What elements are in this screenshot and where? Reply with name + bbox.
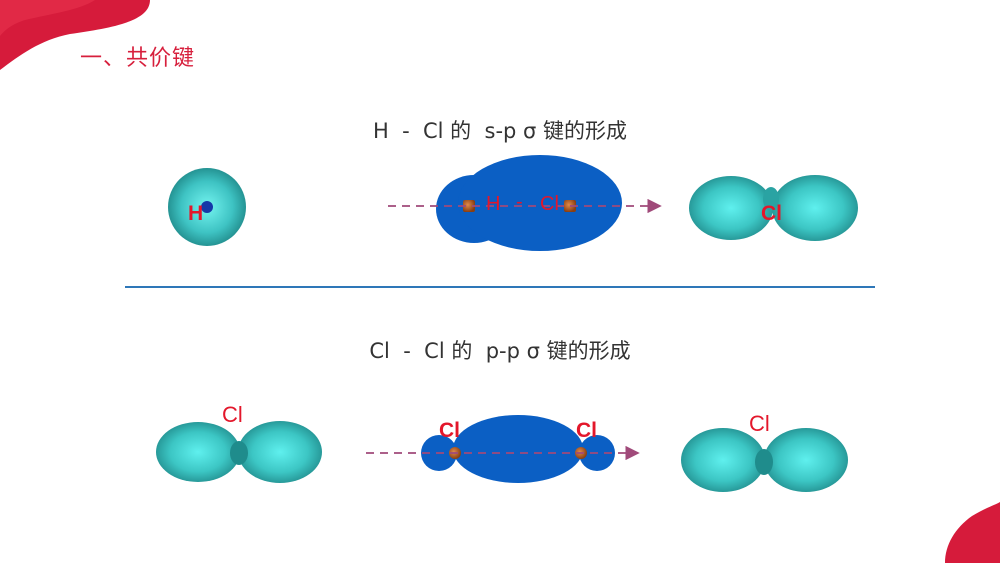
- section-title: 一、共价键: [80, 46, 196, 71]
- corner-decoration-bottom-right: [945, 502, 1000, 563]
- hcl-result-orbital: [689, 175, 858, 241]
- cl-left-label: Cl: [222, 402, 243, 427]
- cl-p-orbital-right: [681, 428, 848, 492]
- merged-cl-label: Cl: [540, 193, 559, 215]
- cl-p-orbital-left: [156, 421, 322, 483]
- h-s-orbital: [168, 168, 246, 246]
- merged-cl-left-label: Cl: [439, 419, 460, 442]
- merged-cl-right-label: Cl: [576, 419, 597, 442]
- corner-decoration-top-left: [0, 0, 150, 70]
- clcl-result-label: Cl: [749, 411, 770, 436]
- hcl-result-label: Cl: [761, 202, 782, 225]
- section-divider: [125, 286, 875, 288]
- hcl-bonding-orbital: [436, 155, 622, 251]
- hcl-heading: H - Cl 的 s-p σ 键的形成: [372, 119, 628, 143]
- merged-h-label: H: [486, 193, 501, 215]
- h-atom-label: H: [188, 202, 204, 225]
- h-nucleus: [463, 200, 475, 212]
- merged-dash-label: -: [516, 191, 523, 213]
- clcl-heading: Cl - Cl 的 p-p σ 键的形成: [369, 339, 631, 363]
